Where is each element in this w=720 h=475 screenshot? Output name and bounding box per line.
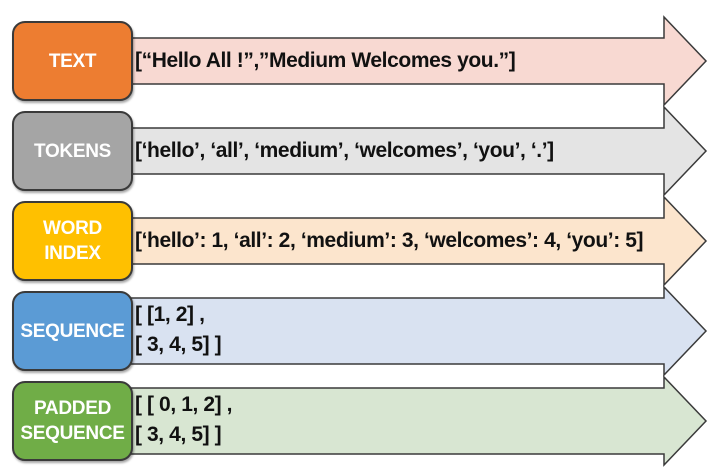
label-sequence-stage: SEQUENCE	[12, 291, 133, 371]
arrow-sequence	[119, 285, 708, 377]
arrow-padded-sequence	[119, 375, 708, 467]
stage-text: TEXT [“Hello All !”,”Medium Welcomes you…	[0, 15, 720, 107]
stage-tokens: TOKENS [‘hello’, ‘all’, ‘medium’, ‘welco…	[0, 105, 720, 197]
stage-label: TOKENS	[33, 140, 112, 162]
stage-content: [‘hello’: 1, ‘all’: 2, ‘medium’: 3, ‘wel…	[135, 229, 644, 252]
arrow-shape	[119, 375, 708, 467]
stage-label: SEQUENCE	[20, 320, 125, 342]
label-padded-sequence-stage: PADDED SEQUENCE	[12, 381, 133, 461]
label-text-stage: TEXT	[12, 21, 133, 101]
stage-padded-sequence: PADDED SEQUENCE [ [ 0, 1, 2] , [ 3, 4, 5…	[0, 375, 720, 467]
stage-word-index: WORD INDEX [‘hello’: 1, ‘all’: 2, ‘mediu…	[0, 195, 720, 287]
stage-label: TEXT	[48, 50, 97, 72]
arrow-shape	[119, 195, 708, 287]
stage-label: WORD INDEX	[43, 218, 102, 264]
stage-content: [‘hello’, ‘all’, ‘medium’, ‘welcomes’, ‘…	[135, 139, 554, 162]
arrow-shape	[119, 15, 708, 107]
arrow-shape	[119, 105, 708, 197]
stage-content: [“Hello All !”,”Medium Welcomes you.”]	[135, 49, 516, 72]
stage-content: [ [ 0, 1, 2] , [ 3, 4, 5] ]	[135, 393, 233, 446]
label-word-index-stage: WORD INDEX	[12, 201, 133, 281]
arrow-text	[119, 15, 708, 107]
stage-sequence: SEQUENCE [ [1, 2] , [ 3, 4, 5] ]	[0, 285, 720, 377]
stage-content: [ [1, 2] , [ 3, 4, 5] ]	[135, 303, 222, 356]
arrow-tokens	[119, 105, 708, 197]
stage-label: PADDED SEQUENCE	[20, 398, 125, 444]
label-tokens-stage: TOKENS	[12, 111, 133, 191]
arrow-word-index	[119, 195, 708, 287]
arrow-shape	[119, 285, 708, 377]
